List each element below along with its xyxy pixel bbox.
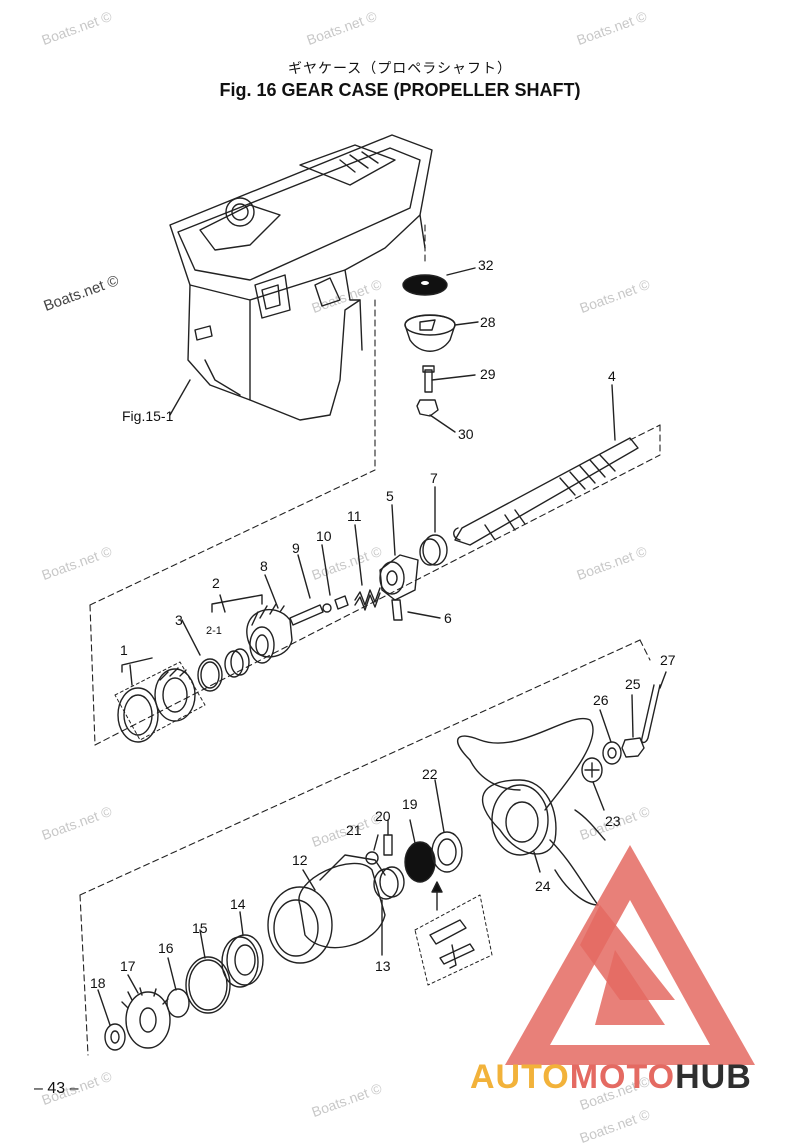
- callout-20: 20: [375, 808, 391, 824]
- callout-7: 7: [430, 470, 438, 486]
- callout-22: 22: [422, 766, 438, 782]
- brand-logo-mark: [505, 845, 755, 1065]
- callout-21: 21: [346, 822, 362, 838]
- callout-2: 2: [212, 575, 220, 591]
- figure-title-japanese: ギヤケース（プロペラシャフト）: [287, 61, 513, 77]
- reference-label: Fig.15-1: [122, 408, 174, 424]
- page-number: – 43 –: [34, 1080, 79, 1097]
- callout-26: 26: [593, 692, 609, 708]
- callout-25: 25: [625, 676, 641, 692]
- gear-case-housing: [169, 134, 433, 421]
- callout-9: 9: [292, 540, 300, 556]
- callout-3: 3: [175, 612, 183, 628]
- callout-24: 24: [535, 878, 551, 894]
- callout-5: 5: [386, 488, 394, 504]
- callout-1: 1: [120, 642, 128, 658]
- callout-12: 12: [292, 852, 308, 868]
- callout-15: 15: [192, 920, 208, 936]
- callout-29: 29: [480, 366, 496, 382]
- brand-wordmark: AUTOMOTOHUB: [470, 1058, 752, 1096]
- callout-11: 11: [347, 508, 362, 524]
- callout-13: 13: [375, 958, 391, 974]
- callout-16: 16: [158, 940, 174, 956]
- callout-17: 17: [120, 958, 136, 974]
- callout-8: 8: [260, 558, 268, 574]
- callout-4: 4: [608, 368, 616, 384]
- callout-27: 27: [660, 652, 676, 668]
- callout-2-1: 2-1: [206, 625, 222, 637]
- callout-14: 14: [230, 896, 246, 912]
- callout-32: 32: [478, 257, 494, 273]
- callout-10: 10: [316, 528, 332, 544]
- callout-30: 30: [458, 426, 474, 442]
- callout-19: 19: [402, 796, 418, 812]
- figure-title: Fig. 16 GEAR CASE (PROPELLER SHAFT): [219, 80, 581, 100]
- callout-18: 18: [90, 975, 106, 991]
- callout-6: 6: [444, 610, 452, 626]
- callout-23: 23: [605, 813, 621, 829]
- callout-28: 28: [480, 314, 496, 330]
